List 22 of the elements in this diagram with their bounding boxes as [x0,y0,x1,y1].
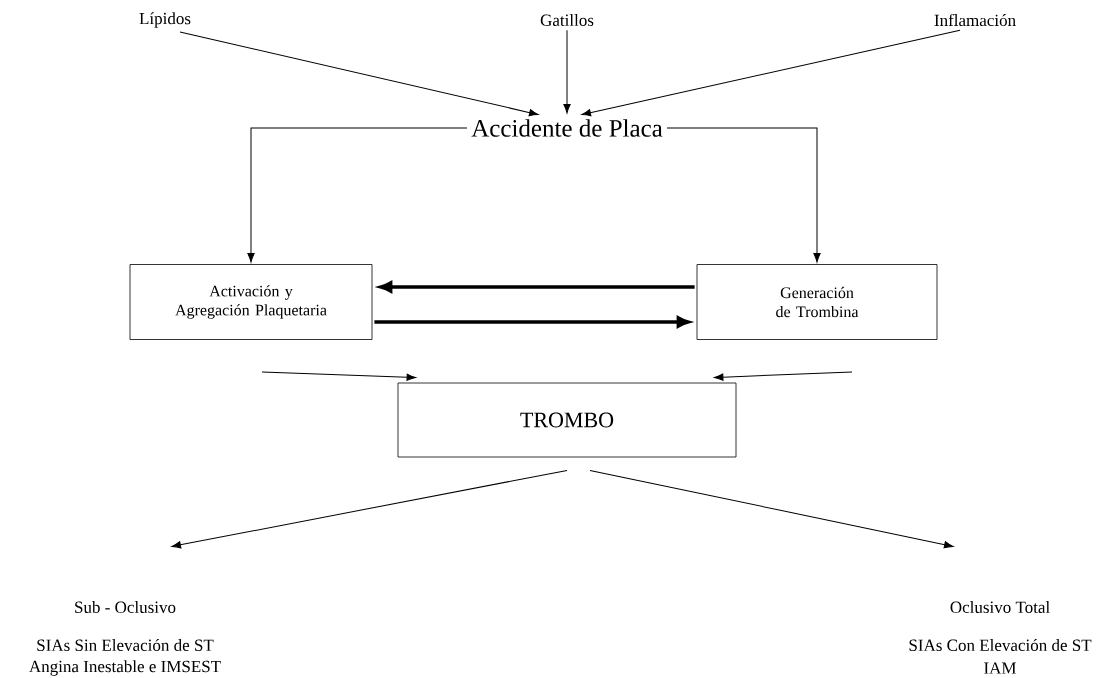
text-label: Gatillos [540,14,594,26]
arrow [589,469,954,549]
arrow [581,29,961,117]
text-label: Angina Inestable e IMSEST [29,660,221,676]
arrow [666,127,821,263]
text-label: Sub - Oclusivo [75,601,176,613]
text-label: Inflamación [934,13,1016,27]
text-label: Lípidos [139,12,191,28]
arrow [563,29,571,114]
text-label: SIAs Con Elevación de ST [909,639,1092,651]
arrow [171,469,568,549]
text-label: SIAs Sin Elevación de ST [37,639,214,651]
process-box: Generación de Trombina [696,264,938,340]
text-label: IAM [984,662,1017,674]
arrow [247,127,468,263]
text-label: Oclusivo Total [950,601,1050,613]
arrow [714,371,853,381]
arrow [179,31,539,117]
text-label: Accidente de Placa [471,119,663,137]
arrow [261,371,416,381]
process-box: TROMBO [397,382,737,458]
process-box: Activación y Agregación Plaquetaria [129,264,373,340]
